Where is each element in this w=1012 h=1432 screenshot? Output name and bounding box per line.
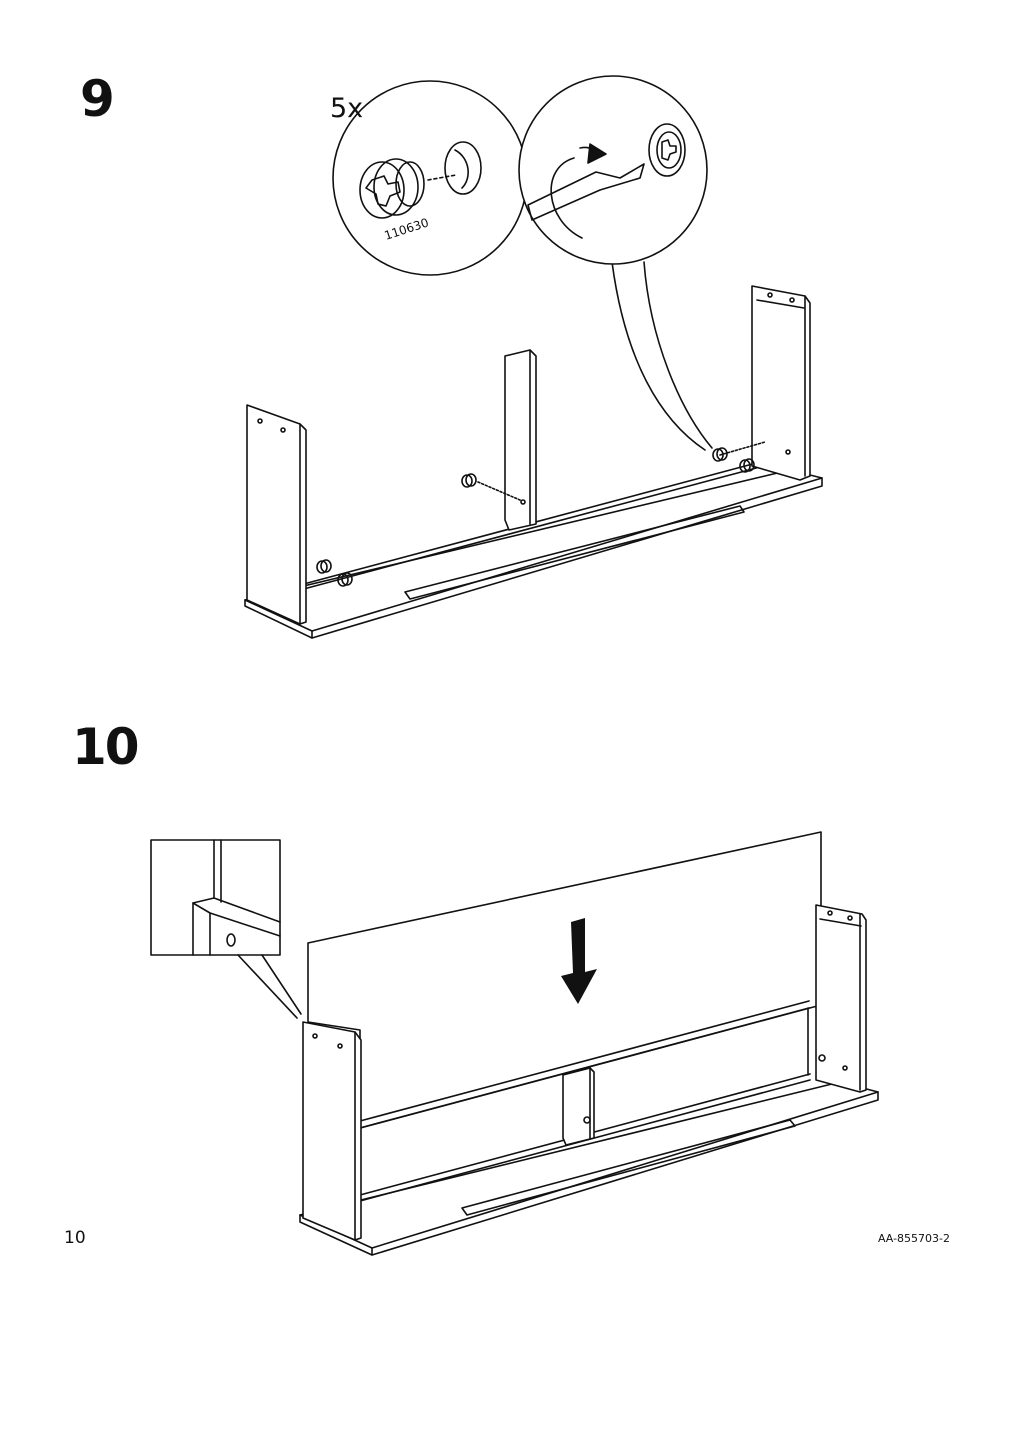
base-panel [299, 1073, 879, 1256]
turn-arrow-icon [550, 143, 607, 239]
document-code: AA-855703-2 [877, 1232, 950, 1245]
cam-fitting-placed [316, 447, 755, 587]
step-number-10: 10 [72, 718, 140, 776]
middle-divider [477, 349, 537, 531]
step-9-illustration: 5x 110630 [244, 75, 823, 639]
callout-pointer [611, 261, 706, 451]
installed-cam-icon [648, 123, 686, 177]
page-number: 10 [64, 1228, 86, 1248]
detail-bubble-tighten [518, 75, 708, 265]
cam-hole [444, 141, 482, 195]
quantity-label: 5x [330, 93, 363, 124]
screwdriver-icon [527, 163, 645, 221]
cam-lock-fitting-icon [359, 158, 457, 219]
left-side-panel [302, 1021, 362, 1241]
right-side-panel [719, 285, 811, 481]
right-side-panel [807, 904, 867, 1093]
detail-inset [150, 839, 302, 1019]
step-number-9: 9 [80, 70, 115, 128]
down-arrow-icon [561, 918, 597, 1004]
callout-pointer-2 [643, 261, 713, 449]
left-side-panel [246, 404, 307, 625]
back-panel [307, 831, 822, 1129]
middle-divider [562, 1067, 595, 1146]
